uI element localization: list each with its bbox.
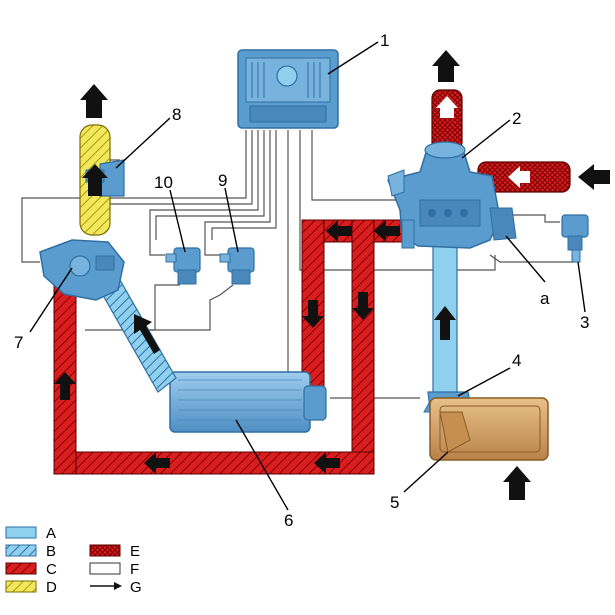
turbocharger — [386, 141, 517, 249]
intercooler — [169, 371, 327, 433]
arrow-up-exhaust-out — [80, 84, 108, 118]
arrow-left-exhaust-in — [578, 164, 610, 190]
callout-8: 8 — [172, 105, 181, 124]
legend-swatch-f — [89, 562, 121, 575]
legend-swatch-e — [89, 544, 121, 557]
arrow-left-hot-1 — [374, 220, 400, 242]
throttle-body-7 — [39, 239, 125, 301]
arrow-down-hot-inner — [302, 300, 324, 328]
arrow-up-cooled — [134, 314, 160, 354]
arrow-up-hot-left — [54, 372, 76, 400]
flow-arrows — [54, 50, 610, 500]
legend-label-c: C — [46, 561, 57, 578]
callout-2: 2 — [512, 109, 521, 128]
arrow-up-intake — [503, 466, 531, 500]
legend-label-a: A — [46, 525, 56, 542]
solenoid-valve-9 — [219, 247, 255, 285]
solenoid-valve-3 — [561, 214, 589, 263]
legend-swatch-d — [5, 580, 37, 593]
arrow-left-bottom-2 — [144, 452, 170, 474]
legend-label-e: E — [130, 543, 140, 560]
legend-label-d: D — [46, 579, 57, 596]
arrow-left-hot-2 — [326, 220, 352, 242]
legend-swatch-b — [5, 544, 37, 557]
callout-7: 7 — [14, 333, 23, 352]
callout-labels: 1 2 3 4 5 6 7 8 9 10 a — [14, 31, 589, 530]
air-filter-box — [429, 397, 549, 461]
callout-4: 4 — [512, 351, 521, 370]
callout-6: 6 — [284, 511, 293, 530]
callout-10: 10 — [154, 173, 173, 192]
arrow-left-exhaust-pipe — [508, 166, 530, 188]
arrow-down-hot-outer — [352, 292, 374, 320]
legend-label-b: B — [46, 543, 56, 560]
arrow-left-bottom-1 — [314, 452, 340, 474]
ecu-module — [237, 49, 339, 129]
callout-1: 1 — [380, 31, 389, 50]
arrow-up-exhaust-in — [82, 164, 108, 196]
arrow-up-intake-pipe — [434, 306, 456, 340]
callout-3: 3 — [580, 313, 589, 332]
legend-swatch-a — [5, 526, 37, 539]
legend-label-g: G — [130, 579, 142, 596]
charge-air-pipe-cooled — [99, 279, 177, 393]
legend-label-f: F — [130, 561, 139, 578]
callout-leaders — [29, 41, 586, 511]
callout-a: a — [540, 289, 550, 308]
callout-5: 5 — [390, 493, 399, 512]
legend-swatch-g-head — [114, 582, 122, 590]
arrow-up-turbo-pipe — [436, 96, 458, 118]
solenoid-valve-10 — [165, 247, 201, 285]
arrow-up-turbo-out — [432, 50, 460, 82]
legend-swatch-c — [5, 562, 37, 575]
callout-9: 9 — [218, 171, 227, 190]
legend: A B C D E F G — [5, 525, 142, 596]
